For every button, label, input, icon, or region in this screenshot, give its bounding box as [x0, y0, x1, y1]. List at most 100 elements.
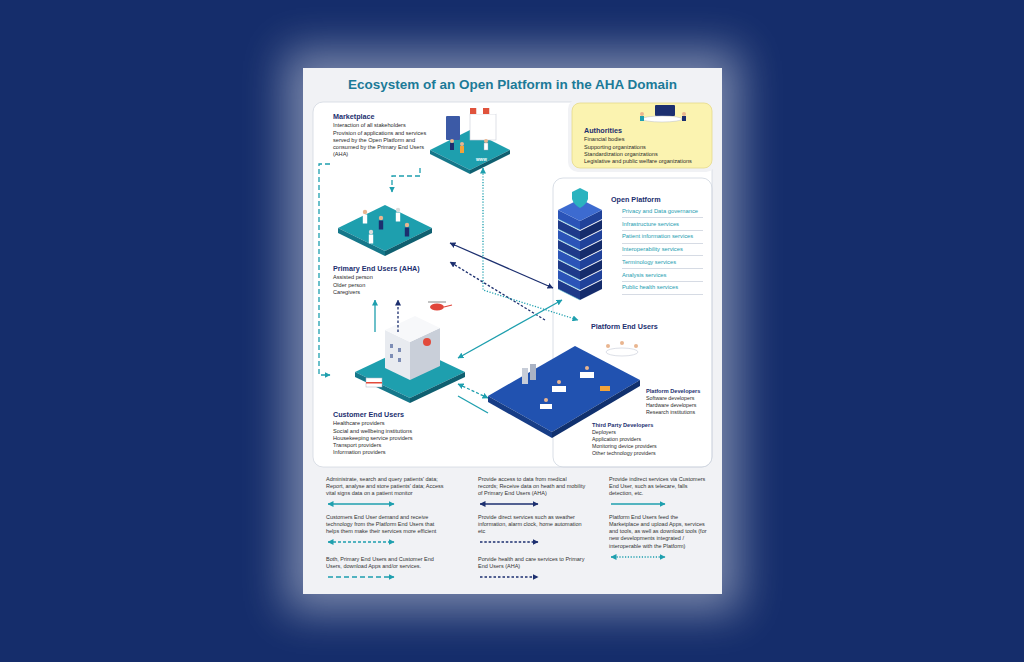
marketplace-illustration: [460, 142, 464, 146]
node-heading: Third Party Developers: [592, 422, 702, 429]
legend-sample: [326, 538, 396, 546]
node-heading: Platform Developers: [646, 388, 708, 395]
authorities-illustration: [640, 112, 644, 116]
panels: [568, 99, 716, 172]
developer-group: Third Party DevelopersDeployersApplicati…: [592, 422, 702, 460]
node-text: Standardization organizations: [584, 151, 708, 158]
slab-edge: [558, 259, 580, 270]
legend-item: Administrate, search and query patients'…: [326, 476, 448, 508]
customer-users-illustration: [444, 305, 452, 307]
diagram-title: Ecosystem of an Open Platform in the AHA…: [303, 77, 722, 92]
node-text: Hardware developers: [646, 402, 708, 409]
node-text: Analysis services: [622, 269, 703, 282]
platform-users-illustration: [488, 396, 552, 438]
node-text: Research institutions: [646, 409, 708, 416]
node-text: Monitoring device providers: [592, 443, 702, 450]
primary-users-illustration: [385, 228, 432, 256]
flow-arrow: [458, 300, 562, 358]
panels: [313, 99, 716, 467]
node-text: Interoperability services: [622, 244, 703, 257]
legend-line: [480, 542, 538, 543]
platform-users-illustration: [620, 341, 624, 345]
node-text: Information providers: [333, 449, 453, 456]
legend-sample: [326, 573, 396, 581]
node-text: Assisted person: [333, 274, 445, 281]
legend-sample: [609, 500, 667, 508]
primary-users-illustration: [379, 216, 383, 220]
legend-sample: [478, 538, 540, 546]
customer-users-block: Customer End UsersHealthcare providersSo…: [330, 332, 458, 462]
authorities-illustration: [682, 112, 686, 116]
node-text: Interaction of all stakeholders: [333, 122, 438, 129]
legend-line: [611, 504, 665, 505]
open-platform-illustration: [558, 188, 602, 300]
node-text: Deployers: [592, 429, 702, 436]
customer-users-illustration: [390, 344, 393, 348]
legend-line: [611, 556, 665, 557]
platform-users-illustration: [634, 344, 638, 348]
node-text: Public health services: [622, 282, 703, 295]
primary-users-illustration: [338, 228, 385, 256]
legend-text: Porvide health and care services to Prim…: [478, 556, 588, 570]
primary-users-illustration: [338, 205, 432, 251]
marketplace-illustration: [484, 139, 488, 143]
authorities-illustration: [640, 105, 686, 122]
legend-text: Customers End User demand and receive te…: [326, 514, 448, 535]
platform-users-illustration: [540, 404, 552, 409]
legend-sample: [478, 573, 540, 581]
primary-users-illustration: [338, 205, 432, 256]
flow-arrow: [450, 262, 545, 320]
flow-arrow: [319, 164, 330, 375]
primary-users-illustration: [396, 213, 400, 222]
marketplace-illustration: [477, 108, 484, 114]
node-text: Older person: [333, 282, 445, 289]
marketplace-illustration: [430, 150, 470, 174]
node-text: Financial bodies: [584, 136, 708, 143]
slab-edge: [558, 269, 580, 280]
flow-arrow: [397, 300, 398, 332]
primary-users-illustration: [363, 215, 367, 224]
legend-line: [480, 504, 538, 505]
marketplace-block: MarketplaceInteraction of all stakeholde…: [330, 108, 515, 168]
marketplace-illustration: [470, 108, 477, 114]
marketplace-illustration: [470, 150, 510, 174]
authorities-illustration: [642, 116, 682, 122]
customer-users-illustration: [428, 302, 446, 303]
primary-users-illustration: [396, 208, 400, 212]
legend-line: [480, 577, 538, 578]
primary-users-illustration: [369, 235, 373, 244]
platform-users-block: Platform End UsersPlatform DevelopersSof…: [488, 320, 708, 462]
open-platform-block: Open PlatformPrivacy and Data governance…: [553, 185, 708, 300]
flow-arrow: [374, 300, 375, 332]
node-text: Legislative and public welfare organizat…: [584, 158, 708, 165]
node-text: Caregivers: [333, 289, 445, 296]
primary-users-illustration: [405, 228, 409, 237]
customer-users-illustration: [355, 372, 410, 403]
platform-users-illustration: [600, 386, 610, 391]
slab-edge: [558, 219, 580, 230]
customer-users-illustration: [398, 358, 401, 362]
platform-users-illustration: [530, 364, 536, 380]
customer-users-illustration: [423, 338, 431, 346]
customer-users-illustration: [366, 382, 382, 384]
legend-item: Provide indirect services via Customers …: [609, 476, 709, 508]
node-text: Software developers: [646, 395, 708, 402]
platform-users-illustration: [606, 344, 610, 348]
node-text: Other technology providers: [592, 450, 702, 457]
primary-users-block: Primary End Users (AHA)Assisted personOl…: [330, 192, 450, 300]
customer-users-illustration: [398, 348, 401, 352]
marketplace-illustration: [483, 108, 490, 114]
customer-users-illustration: [430, 304, 444, 311]
legend-item: Platform End Users feed the Marketplace …: [609, 514, 709, 561]
legend-sample: [609, 553, 667, 561]
node-text: Infrastructure services: [622, 218, 703, 231]
legend-item: Porvide health and care services to Prim…: [478, 556, 588, 581]
platform-users-illustration: [585, 366, 589, 370]
primary-users-illustration: [369, 230, 373, 234]
legend-item: Both, Primary End Users and Customer End…: [326, 556, 448, 581]
authorities-illustration: [682, 116, 686, 121]
legend-item: Customers End User demand and receive te…: [326, 514, 448, 546]
